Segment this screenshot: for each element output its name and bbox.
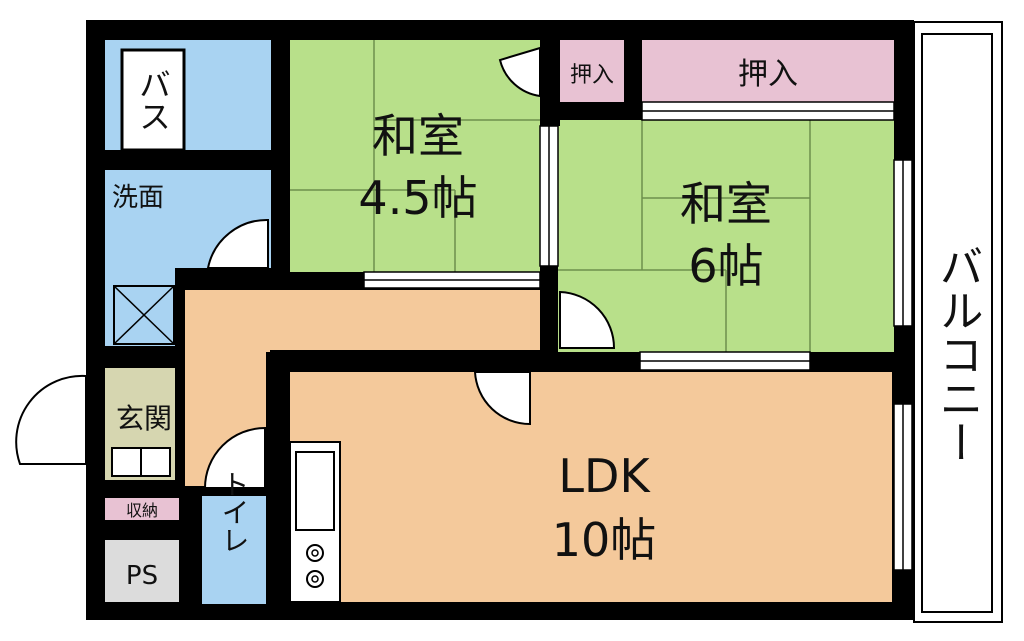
kitchen-counter <box>289 441 341 603</box>
japanese-room-2-name: 和室 <box>680 177 772 231</box>
closet-large-floor <box>642 40 894 102</box>
washroom-label: 洗面 <box>112 183 164 213</box>
balcony-label: バルコニー <box>932 244 983 464</box>
washing-machine-space <box>113 285 175 345</box>
interior-walls <box>105 20 894 618</box>
doors <box>15 46 616 489</box>
ldk-name: LDK <box>558 449 651 503</box>
toilet-label: トイレ <box>218 470 251 554</box>
entrance-label: 玄関 <box>116 402 172 435</box>
ps-floor <box>105 540 179 602</box>
ldk-size: 10帖 <box>552 513 657 567</box>
balcony <box>913 21 1003 623</box>
japanese-room-1-size: 4.5帖 <box>358 171 477 225</box>
tatami-lines-2 <box>558 120 811 352</box>
storage-label: 収納 <box>126 501 158 520</box>
closet-small-floor <box>560 40 624 102</box>
tatami-lines-1 <box>290 40 540 272</box>
bath-label: バス <box>134 68 172 132</box>
japanese-room-1-floor <box>290 40 540 272</box>
toilet-floor <box>202 496 266 604</box>
storage-floor <box>105 498 179 520</box>
closet-small-label: 押入 <box>570 63 614 88</box>
closet-large-label: 押入 <box>738 57 798 92</box>
ldk-floor <box>290 372 892 602</box>
windows <box>363 101 913 571</box>
ps-label: PS <box>126 561 158 591</box>
japanese-room-1-name: 和室 <box>372 109 464 163</box>
japanese-room-2-size: 6帖 <box>688 239 763 293</box>
bathtub <box>120 48 186 152</box>
